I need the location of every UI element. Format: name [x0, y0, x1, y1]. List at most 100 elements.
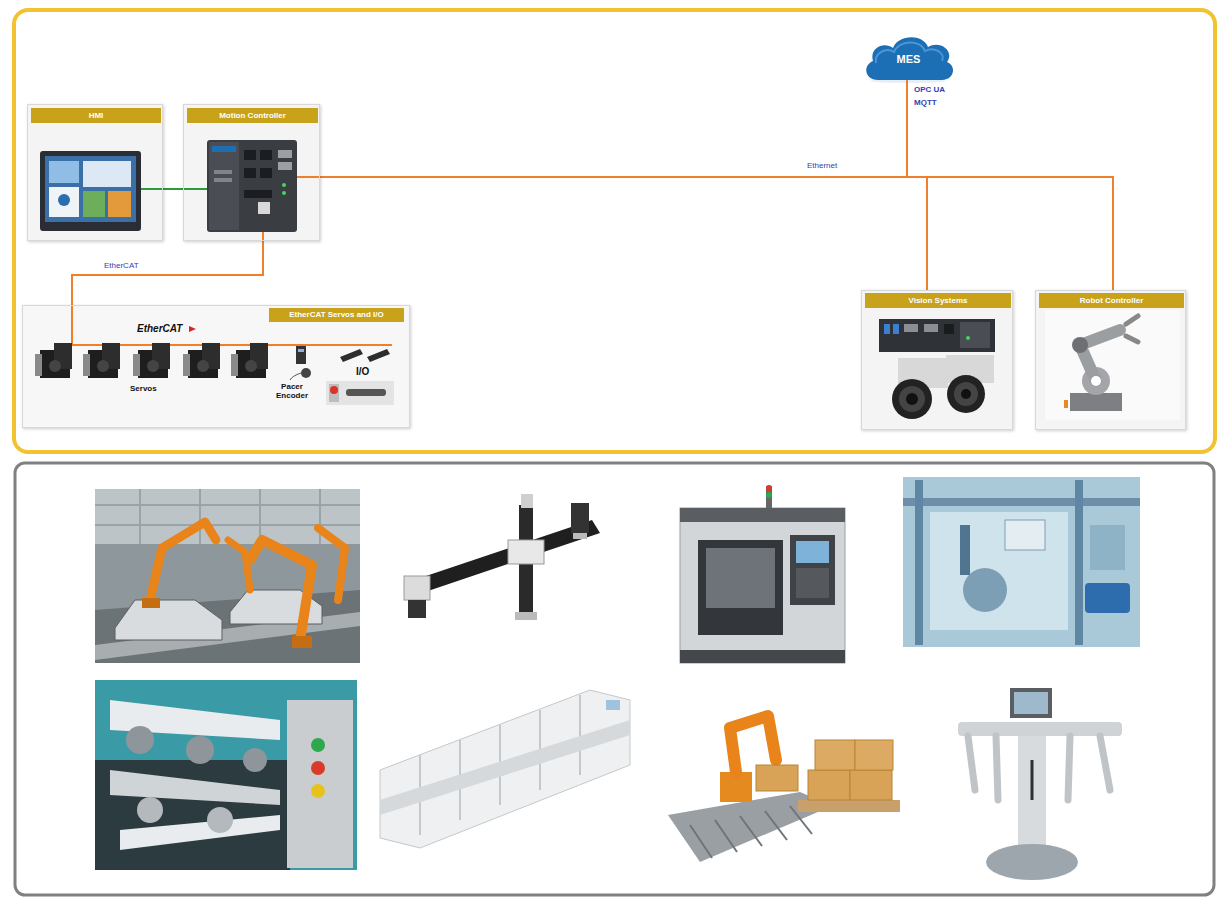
servo-motor	[197, 360, 209, 372]
hmi-panel-picture	[49, 187, 79, 217]
bottom-frame	[15, 463, 1214, 895]
controller-picture	[214, 170, 232, 174]
header-band: Vision Systems	[865, 293, 1011, 308]
vision-picture	[944, 324, 954, 334]
car-factory-photo	[142, 598, 160, 608]
hmi-panel-picture	[40, 151, 141, 231]
servo-motor	[35, 343, 268, 378]
packaging-machine-photo	[1075, 480, 1083, 645]
robot-arm-icon	[1045, 310, 1180, 420]
cnc-machine-photo	[796, 568, 829, 598]
linear-gantry-photo	[404, 494, 600, 620]
packaging-machine-photo	[960, 525, 970, 575]
vision-picture	[892, 379, 932, 419]
vision-picture	[954, 382, 978, 406]
hmi-panel-picture	[83, 191, 105, 217]
ethernet-cable	[320, 80, 907, 177]
linear-gantry-photo	[404, 576, 430, 600]
controller-picture	[282, 191, 286, 195]
palletizing-robot-photo	[855, 740, 893, 770]
printing-machine-photo	[311, 738, 325, 752]
car-factory-photo	[318, 528, 345, 600]
cloud-node: MES	[862, 33, 955, 80]
car-factory-photo	[95, 489, 360, 663]
controller-picture	[209, 142, 239, 230]
palletizing-robot-photo	[815, 740, 855, 770]
printing-machine-photo	[311, 761, 325, 775]
cnc-machine-photo	[796, 541, 829, 563]
encoder-picture	[296, 346, 306, 364]
packaging-machine-photo	[915, 480, 923, 645]
printing-machine-photo	[311, 784, 325, 798]
header-text: HMI	[89, 111, 104, 121]
vision-picture	[884, 324, 890, 334]
surgical-robot-photo	[1014, 692, 1048, 714]
box-fill	[861, 290, 1013, 430]
car-factory-photo	[115, 600, 222, 640]
surgical-robot-photo	[958, 688, 1122, 880]
packaging-machine-photo	[1005, 520, 1045, 550]
palletizing-robot-photo	[808, 770, 850, 800]
io-module-picture	[326, 381, 394, 405]
hmi-cable	[163, 188, 183, 190]
linear-gantry-photo	[508, 540, 544, 564]
cnc-machine-photo	[706, 548, 775, 608]
servo-motor	[183, 354, 190, 376]
servo-motor	[231, 354, 238, 376]
surgical-robot-photo	[968, 736, 1110, 800]
fieldbus-panel: EtherCAT Servos and I/O	[22, 305, 410, 428]
controller-box: Motion Controller	[183, 104, 320, 241]
box-fill	[183, 104, 320, 241]
cnc-machine-photo	[766, 485, 772, 491]
hmi-panel-picture	[49, 161, 79, 183]
palletizing-robot-photo	[668, 716, 900, 862]
part-name: Pacer Encoder	[272, 382, 312, 400]
box-fill	[22, 305, 410, 428]
controller-picture	[244, 190, 272, 198]
encoder-picture	[301, 368, 311, 378]
surgical-robot-photo	[1031, 760, 1034, 800]
top-frame	[14, 10, 1215, 452]
servo-motor	[147, 360, 159, 372]
vision-picture	[879, 319, 995, 419]
header-band: Motion Controller	[187, 108, 318, 123]
part-name: Servos	[130, 384, 157, 393]
io-module-picture	[330, 386, 338, 394]
printing-machine-photo	[95, 680, 357, 870]
palletizing-robot-photo	[756, 765, 798, 791]
linear-conveyor-photo	[380, 690, 630, 848]
printing-machine-photo	[287, 700, 353, 868]
cnc-machine-photo	[680, 508, 845, 522]
encoder-picture	[290, 346, 311, 380]
box-fill	[27, 104, 163, 241]
surgical-robot-photo	[1010, 688, 1052, 718]
linear-gantry-photo	[408, 600, 426, 618]
printing-machine-photo	[137, 797, 163, 823]
vision-picture	[904, 324, 918, 332]
cnc-machine-photo	[680, 508, 845, 663]
vision-box: Vision Systems	[861, 290, 1013, 430]
protocol-name: OPC UA	[914, 85, 945, 94]
vision-picture	[960, 322, 990, 348]
printing-machine-photo	[110, 770, 280, 805]
io-module-picture	[326, 349, 394, 405]
io-module-picture	[340, 349, 363, 362]
packaging-machine-photo	[930, 512, 1068, 630]
car-factory-photo	[292, 636, 312, 648]
ethercat-logo-arrow	[189, 326, 196, 332]
vision-picture	[899, 386, 925, 412]
cnc-machine-photo	[680, 650, 845, 663]
controller-picture	[244, 168, 256, 178]
vision-picture	[893, 324, 899, 334]
vision-picture	[966, 336, 970, 340]
printing-machine-photo	[207, 807, 233, 833]
robot-arm-icon	[1091, 376, 1101, 386]
packaging-machine-photo	[1090, 525, 1125, 570]
hmi-panel-picture	[45, 156, 136, 222]
controller-picture	[260, 150, 272, 160]
cnc-machine-photo	[766, 486, 772, 508]
cnc-machine-photo	[680, 485, 845, 663]
printing-machine-photo	[126, 726, 154, 754]
car-factory-photo	[95, 489, 360, 544]
